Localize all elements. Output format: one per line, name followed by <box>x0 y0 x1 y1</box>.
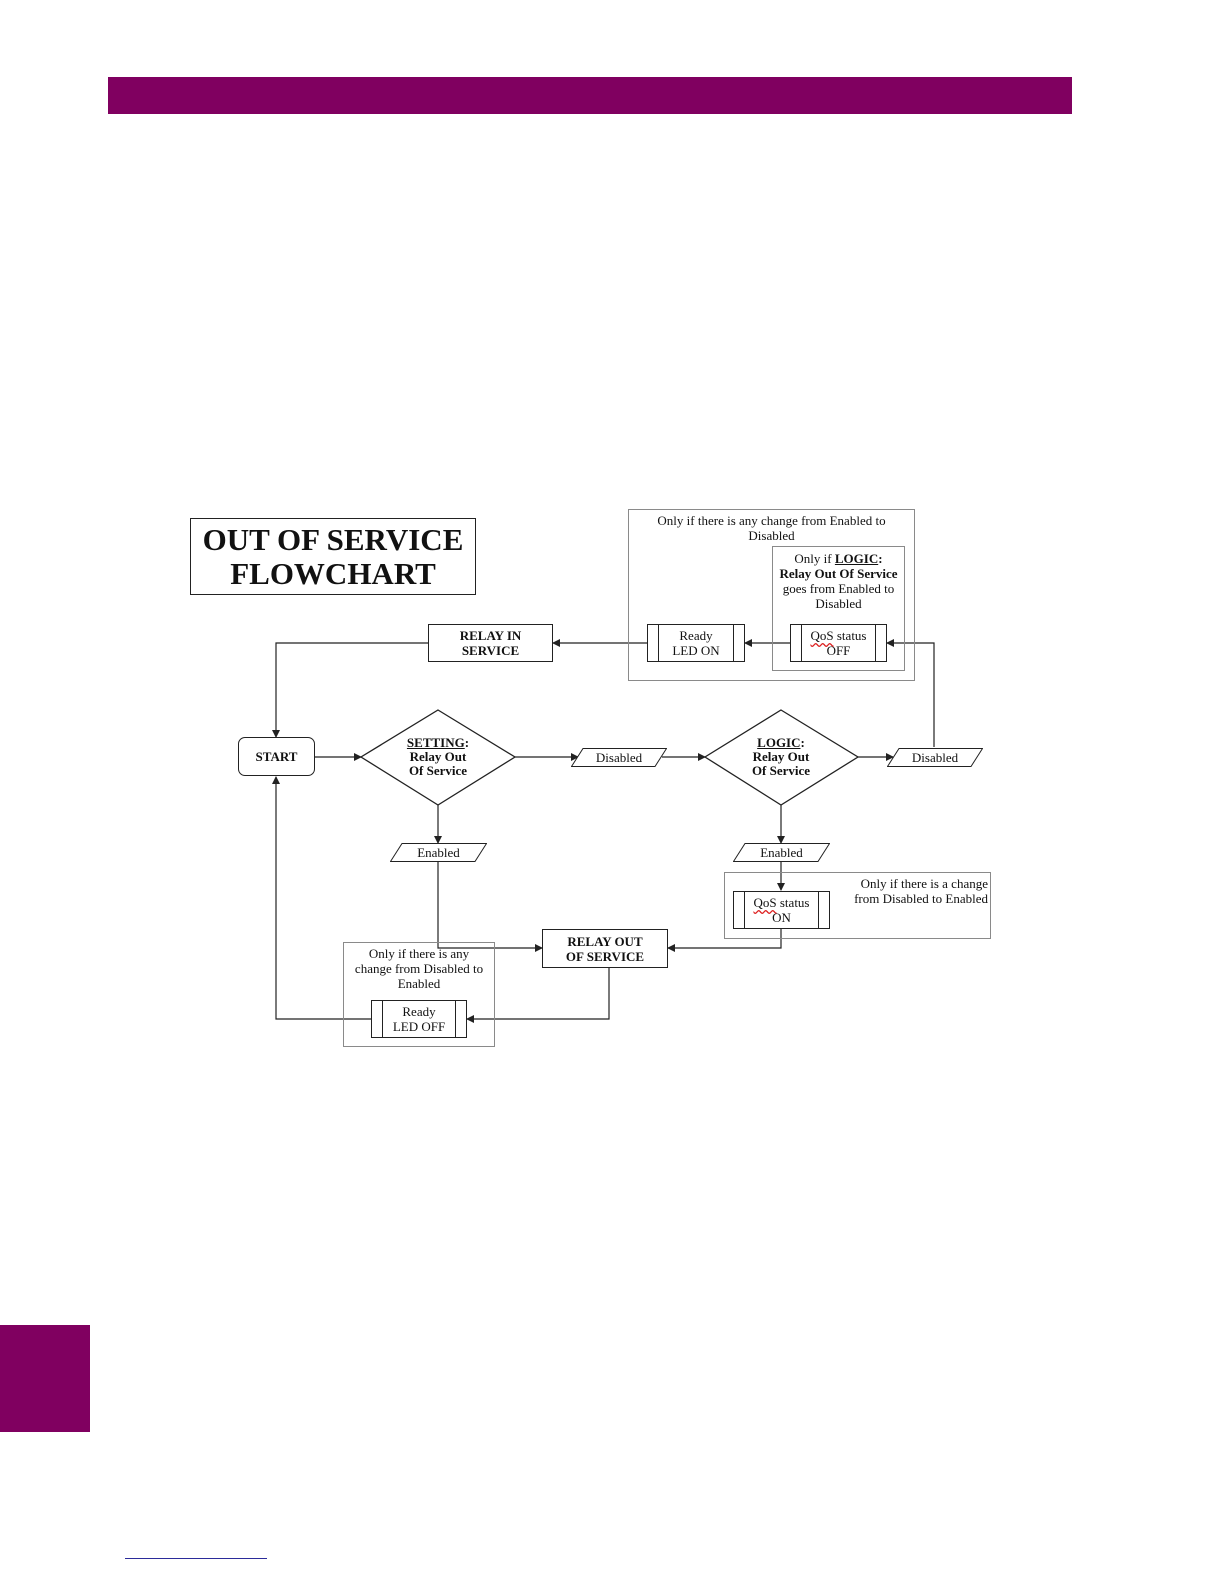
relay-out-of-service-box: RELAY OUT OF SERVICE <box>542 929 668 968</box>
edge-disabled-to-qos-off <box>886 639 935 747</box>
setting-disabled-data: Disabled <box>571 748 667 767</box>
group-right-change <box>724 872 991 939</box>
flowchart-title-line1: OUT OF SERVICE <box>202 521 464 557</box>
group-top-inner <box>772 546 905 671</box>
note-right-change: Only if there is a change from Disabled … <box>854 876 988 906</box>
ready-led-off-box: Ready LED OFF <box>371 1000 467 1038</box>
flowchart-title: OUT OF SERVICE FLOWCHART <box>190 518 476 595</box>
group-top-outer <box>628 509 915 681</box>
start-terminator: START <box>238 737 315 776</box>
note-bottom-change: Only if there is any change from Disable… <box>354 946 484 991</box>
setting-decision-shape <box>359 709 517 806</box>
logic-disabled-data: Disabled <box>887 748 983 767</box>
edge-qos-on-to-relay-out <box>667 929 782 952</box>
logic-enabled-data: Enabled <box>733 843 830 862</box>
setting-decision-label: SETTING: Relay Out Of Service <box>406 735 470 778</box>
logic-decision-shape <box>703 709 860 806</box>
note-top-outer: Only if there is any change from Enabled… <box>636 513 907 543</box>
group-bottom-change <box>343 942 495 1047</box>
footer-rule <box>125 1558 267 1559</box>
edge-relay-out-to-led-off <box>466 968 610 1023</box>
qos-status-off-box: QoS status OFF <box>790 624 887 662</box>
edge-led-off-to-start <box>272 776 371 1020</box>
setting-enabled-data: Enabled <box>390 843 487 862</box>
note-top-inner: Only if LOGIC: Relay Out Of Service goes… <box>776 551 901 611</box>
edge-enabled-to-relay-out <box>437 862 543 952</box>
logic-decision-label: LOGIC: Relay Out Of Service <box>751 735 811 778</box>
side-tab <box>0 1325 90 1432</box>
ready-led-on-box: Ready LED ON <box>647 624 745 662</box>
edge-relay-in-to-start <box>272 642 428 738</box>
flowchart-title-line2: FLOWCHART <box>230 555 436 591</box>
qos-status-on-box: QoS status ON <box>733 891 830 929</box>
relay-in-service-box: RELAY IN SERVICE <box>428 624 553 662</box>
header-bar <box>108 77 1072 114</box>
